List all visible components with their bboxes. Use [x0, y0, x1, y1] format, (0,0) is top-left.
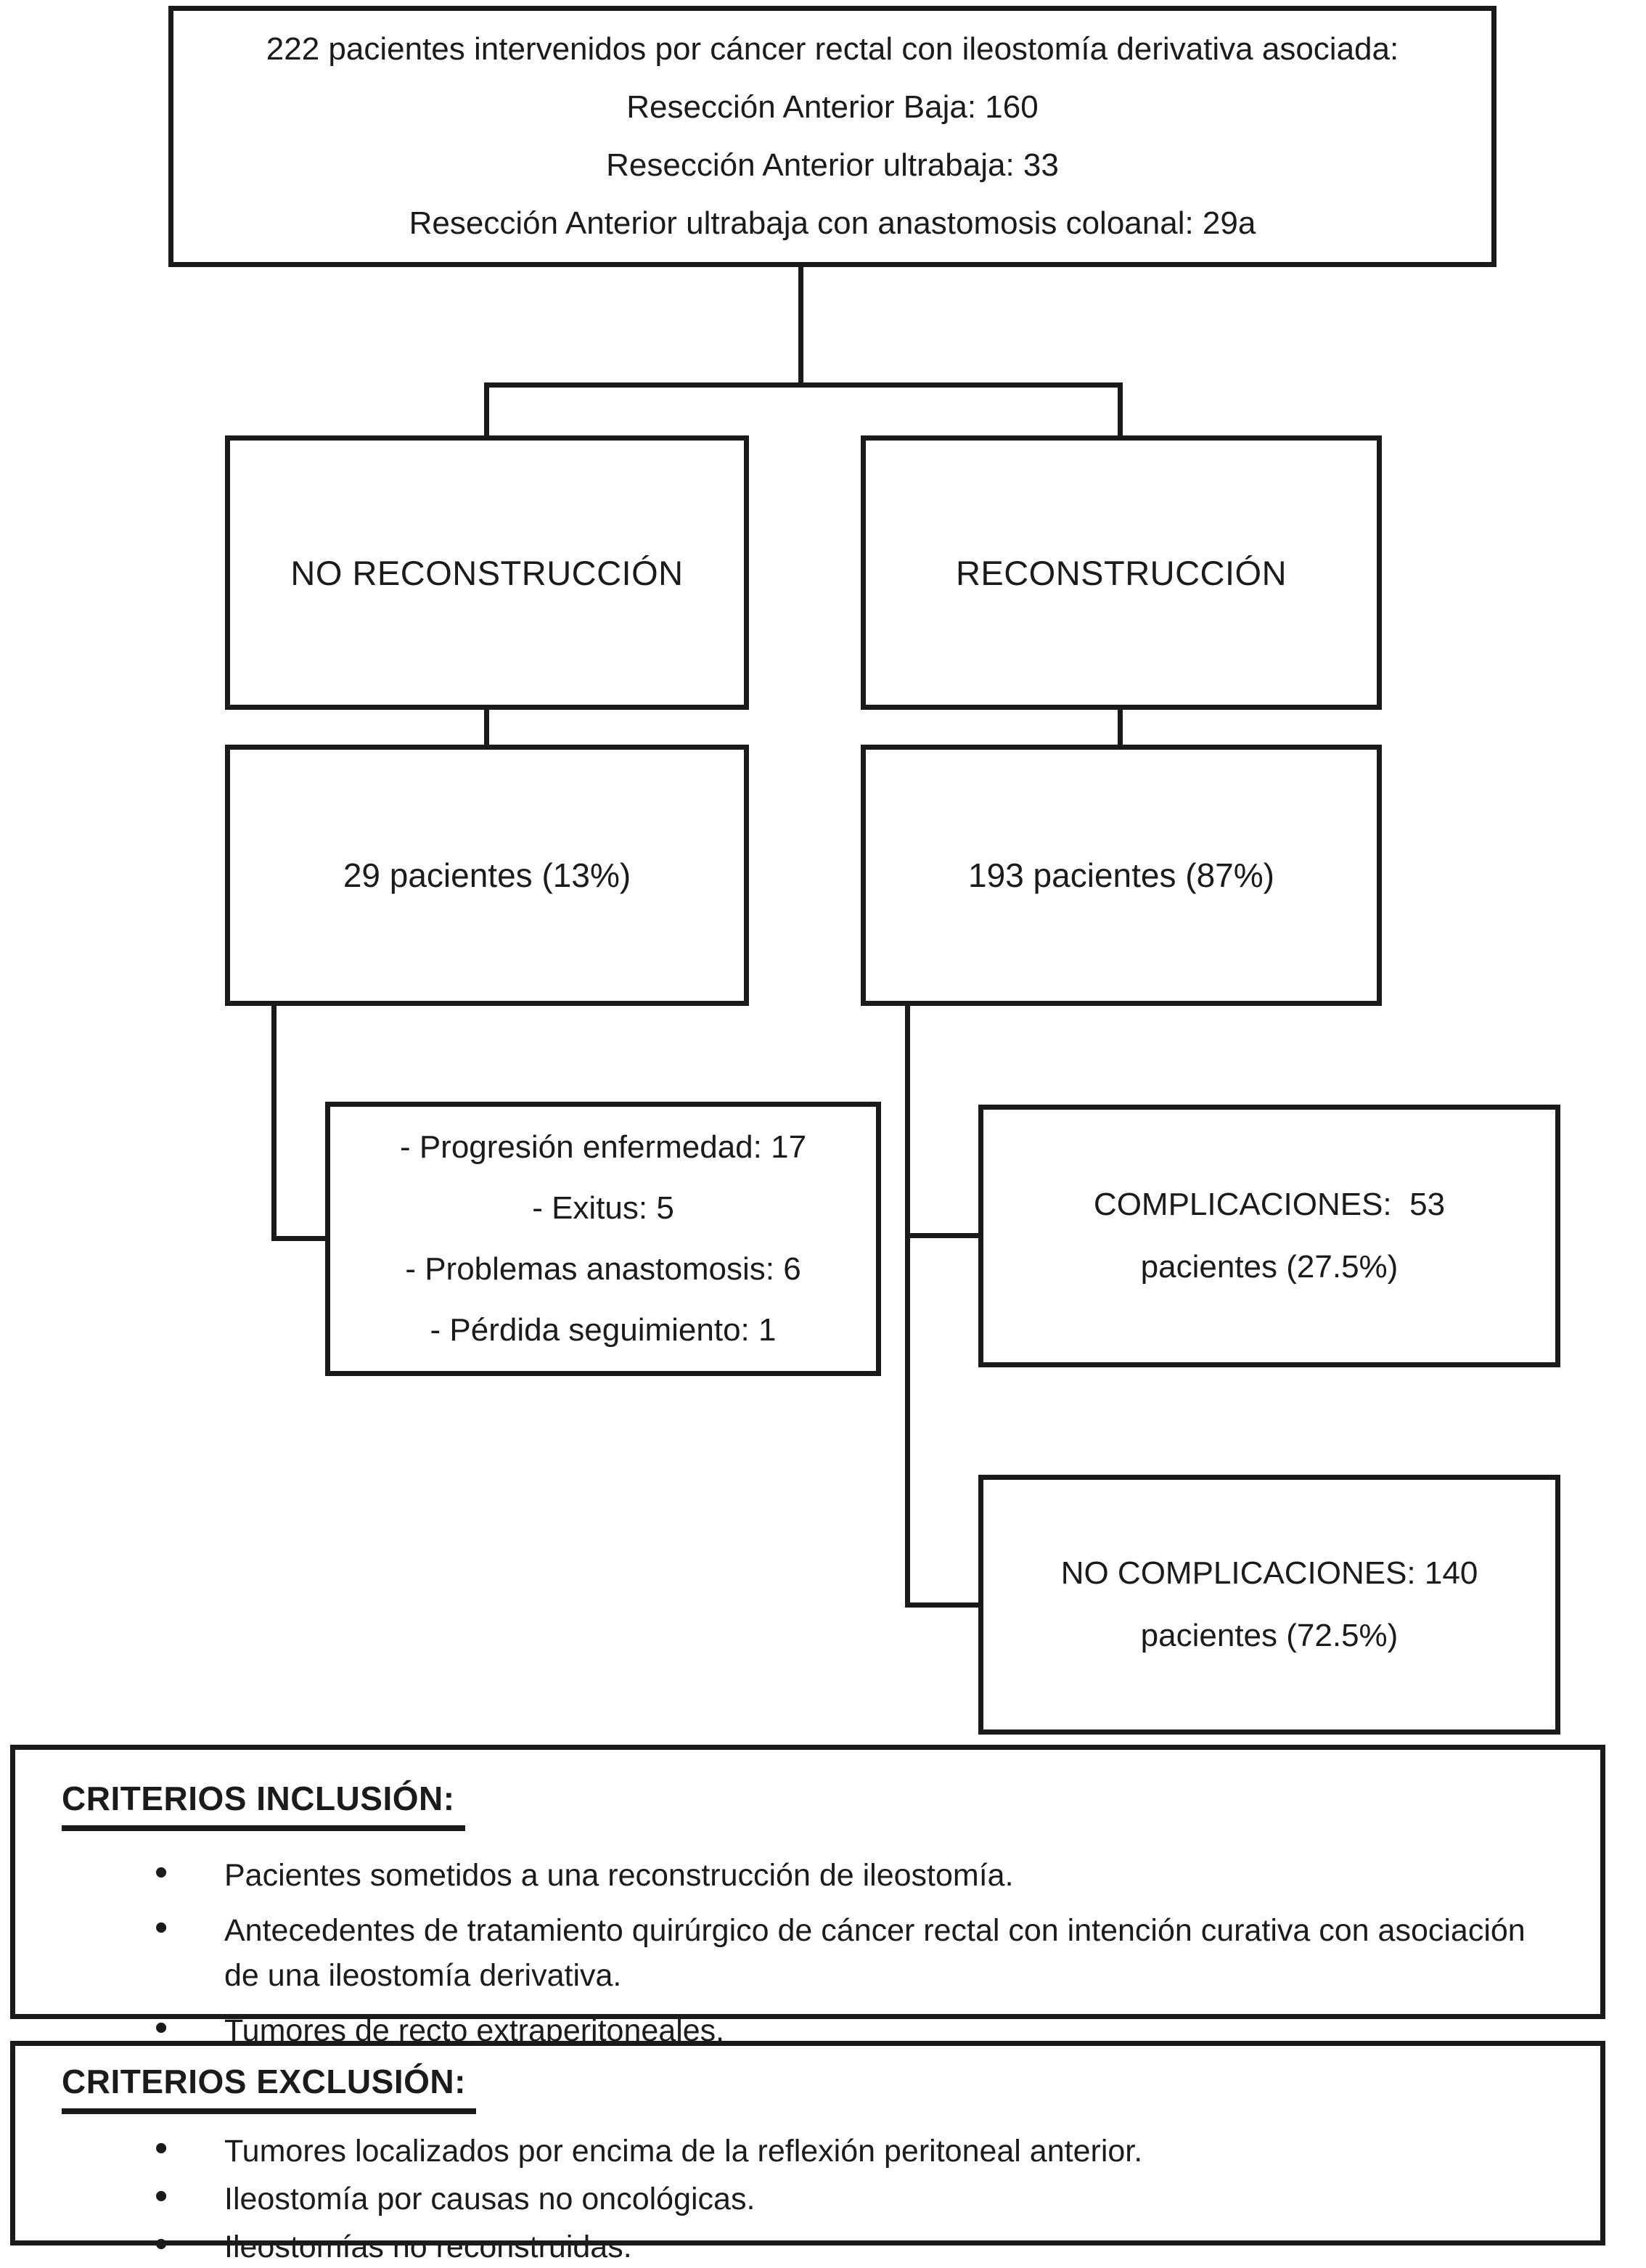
box-inclusion-criteria: CRITERIOS INCLUSIÓN: Pacientes sometidos…: [10, 1745, 1605, 2050]
connector-complications-vertical: [905, 1006, 910, 1608]
inclusion-item-reconstruction: Pacientes sometidos a una reconstrucción…: [155, 1850, 1560, 1898]
exclusion-criteria-title: CRITERIOS EXCLUSIÓN:: [62, 2062, 476, 2114]
box-reconstruction: RECONSTRUCCIÓN: [861, 435, 1382, 710]
outcome-progression: - Progresión enfermedad: 17: [399, 1129, 807, 1165]
connector-left-mid-vertical: [484, 710, 489, 745]
inclusion-criteria-list: Pacientes sometidos a una reconstrucción…: [155, 1850, 1560, 2053]
box-no-complications: NO COMPLICACIONES: 140 pacientes (72.5%): [978, 1475, 1560, 1735]
connector-right-branch-stub: [1118, 382, 1123, 435]
total-patients-line: 222 pacientes intervenidos por cáncer re…: [266, 31, 1399, 67]
exclusion-criteria-list: Tumores localizados por encima de la ref…: [155, 2127, 1560, 2268]
outcome-exitus: - Exitus: 5: [532, 1190, 674, 1226]
reconstruction-count: 193 pacientes (87%): [968, 856, 1274, 894]
no-reconstruction-count: 29 pacientes (13%): [343, 856, 631, 894]
connector-outcomes-horizontal: [271, 1236, 325, 1241]
connector-outcomes-vertical: [271, 1006, 277, 1241]
box-reconstruction-count: 193 pacientes (87%): [861, 745, 1382, 1006]
exclusion-item-non-oncologic: Ileostomía por causas no oncológicas.: [155, 2175, 1560, 2220]
reconstruction-label: RECONSTRUCCIÓN: [955, 553, 1287, 592]
box-exclusion-criteria: CRITERIOS EXCLUSIÓN: Tumores localizados…: [10, 2041, 1605, 2265]
reseccion-anterior-baja-line: Resección Anterior Baja: 160: [626, 89, 1039, 125]
box-no-reconstruction-outcomes: - Progresión enfermedad: 17 - Exitus: 5 …: [325, 1102, 881, 1376]
no-complications-line1: NO COMPLICACIONES: 140: [1060, 1555, 1478, 1591]
exclusion-item-not-reconstructed: Ileostomías no reconstruidas.: [155, 2223, 1560, 2268]
connector-branch-horizontal: [484, 382, 1123, 388]
inclusion-item-curative-surgery: Antecedentes de tratamiento quirúrgico d…: [155, 1905, 1560, 1998]
no-reconstruction-label: NO RECONSTRUCCIÓN: [290, 553, 684, 592]
connector-left-branch-stub: [484, 382, 489, 435]
exclusion-item-peritoneal-reflection: Tumores localizados por encima de la ref…: [155, 2127, 1560, 2172]
complications-line2: pacientes (27.5%): [1140, 1249, 1399, 1285]
box-total-patients: 222 pacientes intervenidos por cáncer re…: [168, 6, 1496, 267]
reseccion-anterior-ultrabaja-line: Resección Anterior ultrabaja: 33: [606, 147, 1059, 183]
complications-line1: COMPLICACIONES: 53: [1093, 1187, 1446, 1222]
inclusion-criteria-title: CRITERIOS INCLUSIÓN:: [62, 1779, 465, 1831]
outcome-lost-followup: - Pérdida seguimiento: 1: [430, 1312, 777, 1348]
outcome-anastomosis: - Problemas anastomosis: 6: [405, 1251, 801, 1287]
box-complications: COMPLICACIONES: 53 pacientes (27.5%): [978, 1105, 1560, 1367]
connector-complications-horizontal: [905, 1233, 978, 1238]
connector-no-complications-horizontal: [905, 1602, 978, 1608]
reseccion-anterior-coloanal-line: Resección Anterior ultrabaja con anastom…: [409, 205, 1256, 241]
no-complications-line2: pacientes (72.5%): [1140, 1618, 1399, 1653]
box-no-reconstruction-count: 29 pacientes (13%): [225, 745, 749, 1006]
connector-top-vertical: [798, 267, 803, 388]
connector-right-mid-vertical: [1118, 710, 1123, 745]
box-no-reconstruction: NO RECONSTRUCCIÓN: [225, 435, 749, 710]
